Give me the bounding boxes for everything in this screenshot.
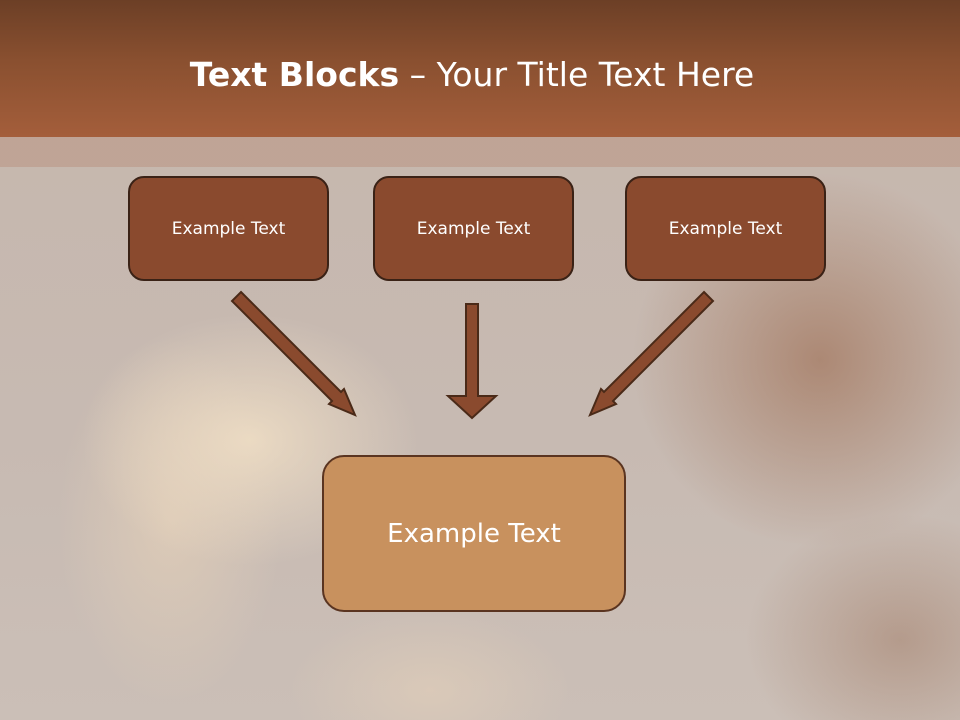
arrow-center-icon [445, 303, 499, 420]
title-rest: Your Title Text Here [436, 55, 755, 94]
text-block-bottom-label: Example Text [387, 518, 561, 549]
text-block-bottom[interactable]: Example Text [322, 455, 626, 612]
title-bar [0, 0, 960, 137]
arrow-left-icon [230, 290, 357, 417]
slide-title: Text Blocks – Your Title Text Here [0, 52, 944, 98]
text-block-right[interactable]: Example Text [625, 176, 826, 281]
text-block-center-label: Example Text [416, 218, 531, 239]
text-block-left-label: Example Text [171, 218, 286, 239]
arrow-right-icon [588, 290, 715, 417]
title-bold: Text Blocks [189, 55, 400, 94]
text-block-left[interactable]: Example Text [128, 176, 329, 281]
text-block-right-label: Example Text [668, 218, 783, 239]
title-dash: – [409, 55, 427, 94]
text-block-center[interactable]: Example Text [373, 176, 574, 281]
header-band [0, 137, 960, 167]
